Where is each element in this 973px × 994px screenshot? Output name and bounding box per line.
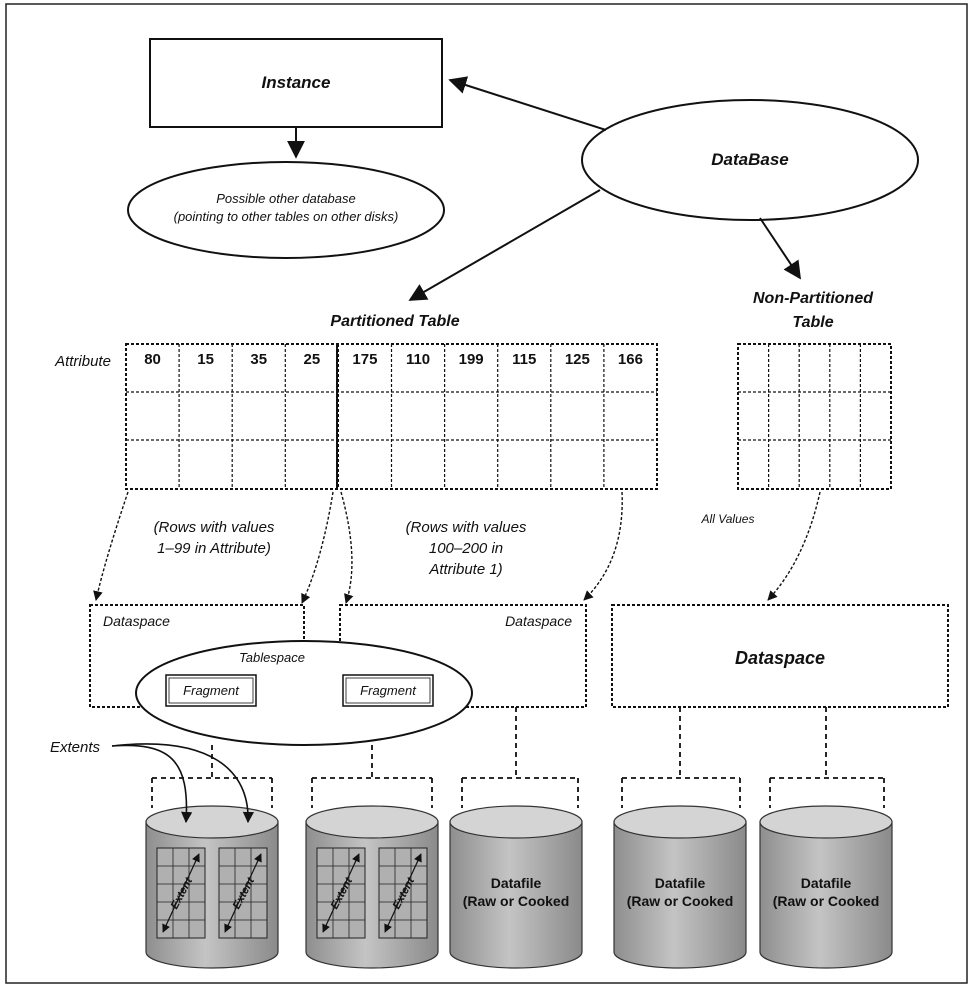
attribute-value-cell: 110 — [406, 351, 430, 368]
attribute-value-cell: 125 — [565, 351, 590, 368]
dataspace-middle-label: Dataspace — [505, 613, 572, 629]
dataspace-to-datafile-connector — [621, 707, 741, 808]
all-values-label: All Values — [701, 512, 755, 526]
attribute-value-cell: 80 — [144, 351, 161, 368]
rows-low-line1: (Rows with values — [154, 519, 275, 536]
database-to-partitioned-arrow — [408, 189, 601, 301]
fragment-1-label: Fragment — [183, 683, 240, 698]
datafile-sublabel: (Raw or Cooked — [773, 893, 880, 909]
database-ellipse: DataBase — [581, 99, 919, 221]
non-partitioned-table — [737, 343, 892, 490]
outer-frame — [5, 3, 968, 984]
dataspace-to-datafile-connector — [311, 745, 433, 808]
disk-cylinder-datafile: Datafile (Raw or Cooked — [449, 805, 583, 969]
high-rows-to-middle-dataspace-arrow — [340, 491, 354, 604]
extents-arrow-2 — [111, 743, 254, 824]
attribute-value-cell: 166 — [618, 351, 643, 368]
partitioned-table: Attribute 80 15 35 25 175 110 199 115 125 166 — [54, 343, 658, 490]
extent-grid: Extent — [378, 847, 428, 939]
rows-high-line2: 100–200 in — [429, 540, 503, 557]
attribute-value-cell: 115 — [512, 351, 536, 368]
dataspace-left-label: Dataspace — [103, 613, 170, 629]
instance-box: Instance — [149, 38, 443, 128]
non-partitioned-title-line1: Non-Partitioned — [753, 290, 874, 307]
tablespace-label: Tablespace — [239, 650, 305, 665]
dataspace-to-datafile-connector — [769, 707, 885, 808]
extent-grid: Extent — [156, 847, 206, 939]
attribute-value-cell: 15 — [197, 351, 214, 368]
fragment-2-label: Fragment — [360, 683, 417, 698]
attribute-value-cell: 199 — [459, 351, 484, 368]
extent-grid: Extent — [218, 847, 268, 939]
rows-high-line3: Attribute 1) — [428, 561, 502, 578]
attribute-value-cell: 175 — [352, 351, 377, 368]
datafile-sublabel: (Raw or Cooked — [463, 893, 570, 909]
rows-high-line1: (Rows with values — [406, 519, 527, 536]
fragment-1 — [165, 674, 257, 707]
datafile-label: Datafile — [655, 875, 706, 891]
database-to-nonpartitioned-arrow — [759, 217, 801, 280]
rows-low-line2: 1–99 in Attribute) — [157, 540, 271, 557]
tablespace-ellipse: Tablespace Fragment Fragment — [135, 640, 473, 746]
fragment-2 — [342, 674, 434, 707]
other-database-ellipse: Possible other database (pointing to oth… — [127, 161, 445, 259]
extents-label: Extents — [50, 739, 101, 756]
other-database-line1: Possible other database — [216, 191, 355, 206]
disk-cylinder-datafile: Datafile (Raw or Cooked — [613, 805, 747, 969]
database-label: DataBase — [711, 150, 789, 169]
dataspace-right: Dataspace — [611, 604, 949, 708]
extent-grid: Extent — [316, 847, 366, 939]
other-database-line2: (pointing to other tables on other disks… — [174, 209, 399, 224]
low-rows-to-left-dataspace-arrow-2 — [301, 491, 334, 604]
dataspace-right-label: Dataspace — [735, 648, 825, 668]
datafile-sublabel: (Raw or Cooked — [627, 893, 734, 909]
dataspace-to-datafile-connector — [151, 745, 273, 808]
extents-arrow-1 — [111, 744, 193, 824]
instance-label: Instance — [262, 73, 331, 92]
attribute-value-cell: 35 — [250, 351, 267, 368]
all-values-to-right-dataspace-arrow — [767, 491, 821, 601]
datafile-label: Datafile — [801, 875, 852, 891]
dataspace-to-datafile-connector — [461, 707, 579, 808]
high-rows-to-middle-dataspace-arrow-2 — [583, 491, 623, 601]
attribute-row-label: Attribute — [54, 353, 111, 370]
disk-cylinder-datafile: Datafile (Raw or Cooked — [759, 805, 893, 969]
non-partitioned-title-line2: Table — [792, 314, 833, 331]
datafile-label: Datafile — [491, 875, 542, 891]
partitioned-table-title: Partitioned Table — [330, 313, 459, 330]
low-rows-to-left-dataspace-arrow — [93, 491, 129, 601]
attribute-value-cell: 25 — [304, 351, 321, 368]
database-to-instance-arrow — [448, 76, 607, 131]
